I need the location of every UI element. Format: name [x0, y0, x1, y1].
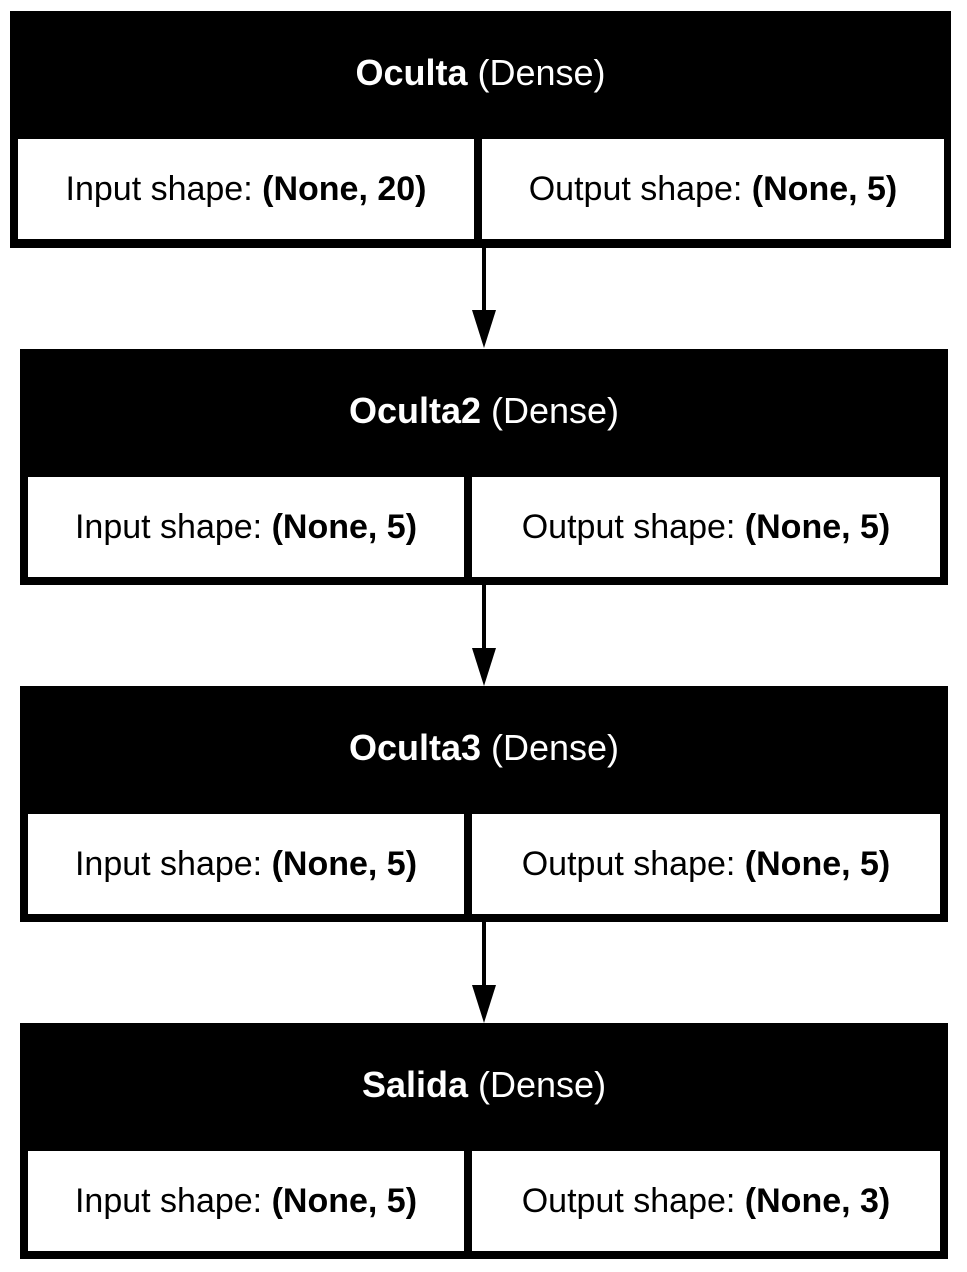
output-shape-label: Output shape:: [521, 507, 736, 546]
layer-name: Oculta: [355, 52, 468, 93]
layer-header: Salida (Dense): [20, 1023, 948, 1147]
layer-type: (Dense): [491, 727, 620, 768]
input-shape-value: (None, 20): [262, 169, 427, 208]
input-shape-value: (None, 5): [271, 844, 418, 883]
input-shape-cell: Input shape: (None, 5): [28, 814, 464, 914]
output-shape-value: (None, 5): [751, 169, 898, 208]
layer-type: (Dense): [491, 390, 620, 431]
output-shape-value: (None, 5): [744, 507, 891, 546]
layer-node-oculta: Oculta (Dense) Input shape: (None, 20) O…: [10, 11, 951, 248]
input-shape-cell: Input shape: (None, 5): [28, 477, 464, 577]
layer-type: (Dense): [478, 1064, 607, 1105]
connector-arrow: [472, 248, 496, 348]
output-shape-cell: Output shape: (None, 5): [472, 814, 940, 914]
input-shape-cell: Input shape: (None, 20): [18, 139, 474, 239]
layer-node-salida: Salida (Dense) Input shape: (None, 5) Ou…: [20, 1023, 948, 1259]
output-shape-cell: Output shape: (None, 5): [472, 477, 940, 577]
layer-node-oculta2: Oculta2 (Dense) Input shape: (None, 5) O…: [20, 349, 948, 585]
input-shape-label: Input shape:: [74, 1181, 263, 1220]
layer-name: Salida: [361, 1064, 468, 1105]
layer-node-oculta3: Oculta3 (Dense) Input shape: (None, 5) O…: [20, 686, 948, 922]
connector-arrow: [472, 922, 496, 1023]
layer-name: Oculta2: [348, 390, 481, 431]
input-shape-label: Input shape:: [65, 169, 253, 208]
output-shape-label: Output shape:: [528, 169, 743, 208]
layer-header: Oculta3 (Dense): [20, 686, 948, 810]
input-shape-value: (None, 5): [271, 1181, 418, 1220]
input-shape-label: Input shape:: [74, 507, 263, 546]
output-shape-label: Output shape:: [521, 844, 736, 883]
connector-arrow: [472, 585, 496, 686]
layer-header: Oculta2 (Dense): [20, 349, 948, 473]
output-shape-label: Output shape:: [521, 1181, 736, 1220]
layer-header: Oculta (Dense): [10, 11, 951, 135]
output-shape-cell: Output shape: (None, 3): [472, 1151, 940, 1251]
layer-type: (Dense): [477, 52, 606, 93]
layer-name: Oculta3: [348, 727, 481, 768]
input-shape-label: Input shape:: [74, 844, 263, 883]
input-shape-value: (None, 5): [271, 507, 418, 546]
output-shape-cell: Output shape: (None, 5): [482, 139, 944, 239]
output-shape-value: (None, 3): [744, 1181, 891, 1220]
output-shape-value: (None, 5): [744, 844, 891, 883]
input-shape-cell: Input shape: (None, 5): [28, 1151, 464, 1251]
